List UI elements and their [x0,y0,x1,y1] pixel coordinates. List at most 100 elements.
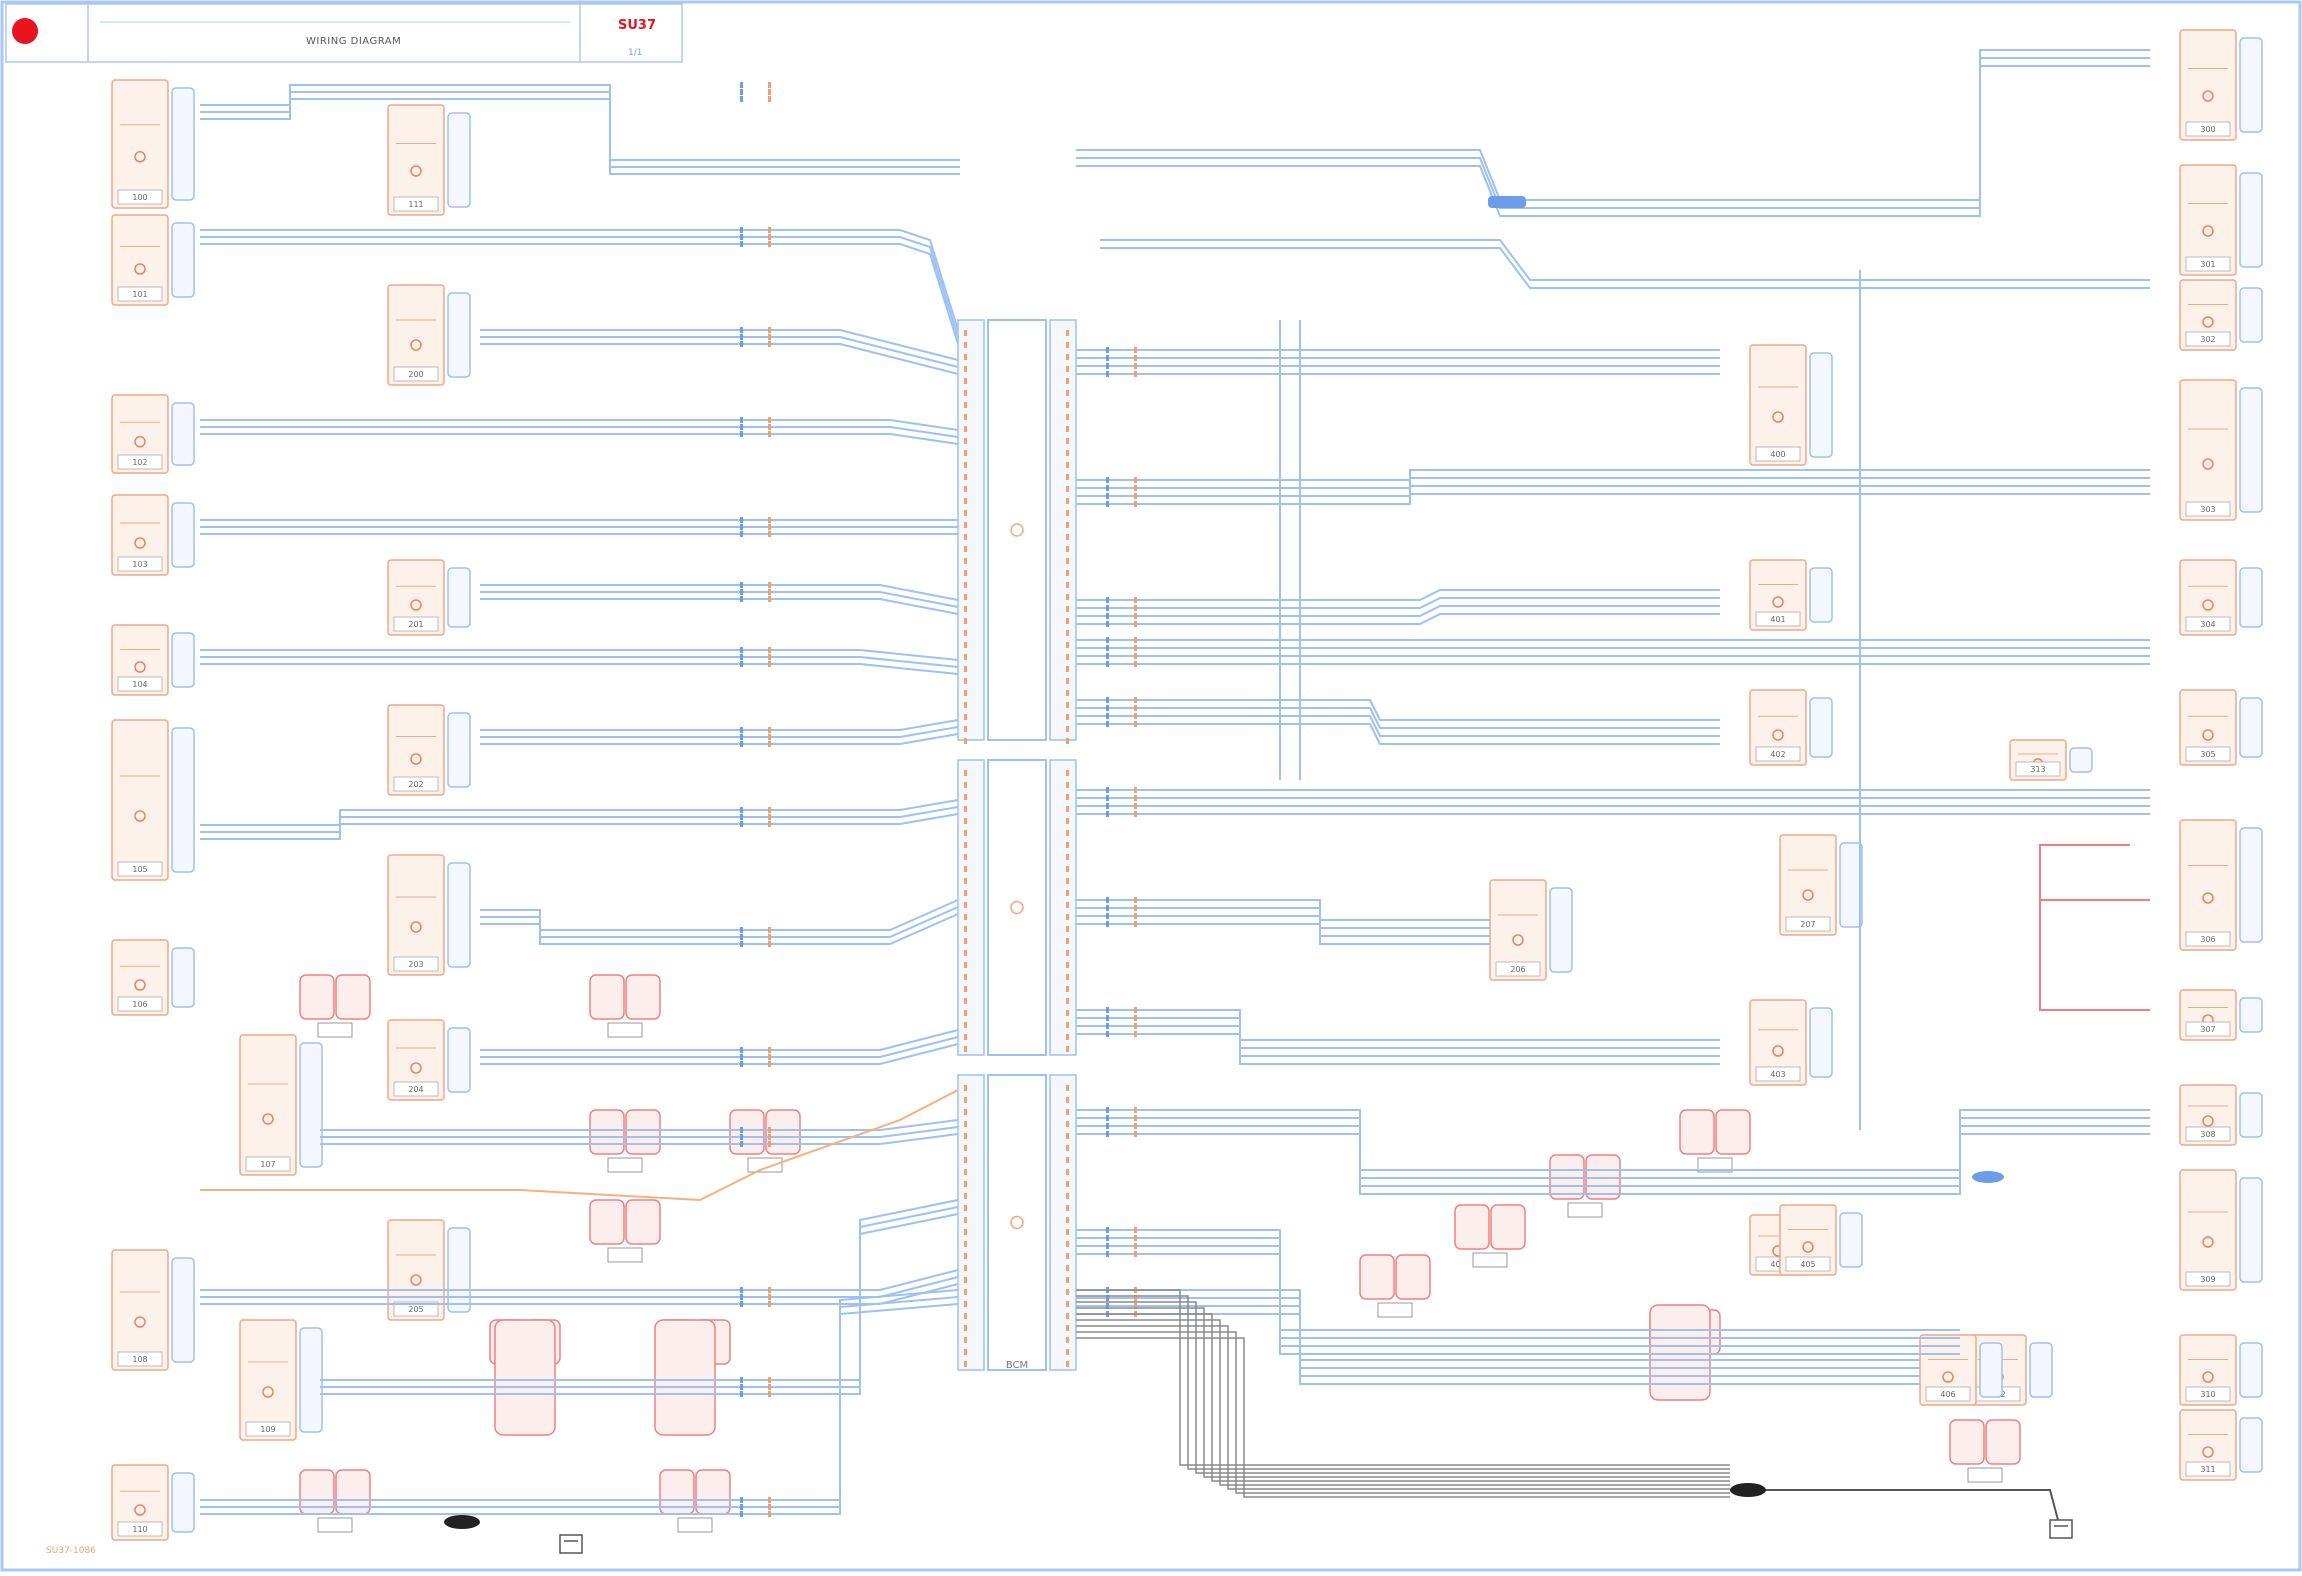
inner-component-3-code-box [1755,746,1801,762]
ground-splice [444,1515,480,1529]
central-module-right-connector [1049,319,1077,741]
left-component-8-code-box [245,1156,291,1172]
wire-label-left-8-code [740,734,743,740]
wire-bundle-left-7 [200,656,959,668]
central-module-pin [964,1157,967,1163]
wire-label-left-1-code [740,96,743,102]
wire-label-right-10-code [1106,1235,1109,1241]
wire-bundle-left-13 [200,1269,959,1291]
central-module-pin [1066,1022,1069,1028]
central-module-pin [964,1253,967,1259]
central-module-pin [964,1205,967,1211]
central-module-pin [964,890,967,896]
right-component-3-symbol [2202,316,2214,328]
inline-connector [335,974,371,1020]
central-module-pin [1066,1046,1069,1052]
wire-label-left-2-color [768,234,771,240]
central-module-pin [1066,474,1069,480]
wire-bundle-right-8 [1076,1033,1720,1065]
wire-label-left-1-color [768,96,771,102]
wire-label-left-11-code [740,1054,743,1060]
central-module-pin [1066,738,1069,744]
central-module-pin [1066,1349,1069,1355]
wire-label-right-6-code [1106,803,1109,809]
central-module-pin [1066,842,1069,848]
central-module-pin [1066,986,1069,992]
wire-label-right-5-color [1134,713,1137,719]
wire-label-left-14-color [768,1377,771,1383]
central-module-pin [1066,726,1069,732]
wire-highlight-red [2039,844,2150,1011]
wire-bundle-right-11 [1076,1313,1920,1385]
central-module-pin [964,618,967,624]
left-component-12-code: 111 [408,200,423,209]
right-component-13-connector [2029,1342,2053,1398]
wire-bundle-top-trunk-2 [1100,239,2150,281]
central-module-pin [964,1121,967,1127]
wire-label-left-9-color [768,821,771,827]
inline-connector [1949,1419,1985,1465]
wire-label-right-6-color [1134,803,1137,809]
central-module-pin [964,1085,967,1091]
right-component-10-code: 309 [2200,1275,2215,1284]
multi-pin-connector [654,1319,716,1436]
right-component-12-symbol [2202,1446,2214,1458]
central-module-pin [964,1133,967,1139]
central-module-pin [1066,558,1069,564]
wire-label-right-2-code [1106,485,1109,491]
wire-bundle-left-2 [200,236,959,338]
central-module-pin [1066,962,1069,968]
wire-label-left-11-code [740,1061,743,1067]
wire-label-right-6-color [1134,811,1137,817]
inline-connector [1715,1109,1751,1155]
right-component-6-body [2179,689,2237,766]
left-component-9-connector [171,1257,195,1363]
central-module-pin [964,1337,967,1343]
left-component-1-code-box [117,189,163,205]
wire-label-right-7-color [1134,913,1137,919]
wire-bundle-right-2 [1076,469,2150,481]
title-block: WIRING DIAGRAM SU37 1/1 [6,4,682,62]
inner-component-4-code-box [1755,1066,1801,1082]
central-module-pin [1066,806,1069,812]
central-module-pin [1066,666,1069,672]
wire-bundle-left-11 [480,1036,959,1058]
left-component-6-body [111,719,169,881]
wire-label-right-1-code [1106,363,1109,369]
inner-component-7-symbol [1942,1371,1954,1383]
wire-harness-gray [1076,1289,1730,1466]
mid-component-3-code-box [393,776,439,792]
mid-component-4-body [387,854,445,976]
right-component-1-connector [2239,37,2263,133]
wire-harness-gray [1076,1295,1730,1470]
wire-label-right-1-color [1134,347,1137,353]
mid-component-8-code: 207 [1800,920,1815,929]
wire-label-right-10-color [1134,1251,1137,1257]
central-module-pin [964,498,967,504]
wire-bundle-left-1 [200,98,960,175]
central-module-pin [1066,402,1069,408]
central-module-pin [1066,630,1069,636]
splice-connector [1972,1171,2004,1183]
central-module-left-connector [957,1074,985,1371]
central-module-pin [1066,902,1069,908]
wire-label-left-2-code [740,227,743,233]
wire-bundle-top-trunk-2 [1100,247,2150,289]
inner-component-4-body [1749,999,1807,1086]
central-module-pin [1066,1361,1069,1367]
central-module-pin [1066,654,1069,660]
central-module-pin [1066,366,1069,372]
diagram-footnote: SU37-1086 [46,1546,96,1556]
inner-component-2-code-box [1755,611,1801,627]
central-module-pin [964,1265,967,1271]
wire-label-right-9-code [1106,1131,1109,1137]
central-module-pin [964,926,967,932]
wire-label-left-5-code [740,531,743,537]
central-module-pin [1066,1337,1069,1343]
wire-label-left-15-code [740,1497,743,1503]
wire-label-left-11-color [768,1061,771,1067]
wire-label-right-3-color [1134,613,1137,619]
wire-label-right-4-color [1134,661,1137,667]
diagram-title: WIRING DIAGRAM [306,36,402,47]
right-component-14-code-box [2015,761,2061,777]
